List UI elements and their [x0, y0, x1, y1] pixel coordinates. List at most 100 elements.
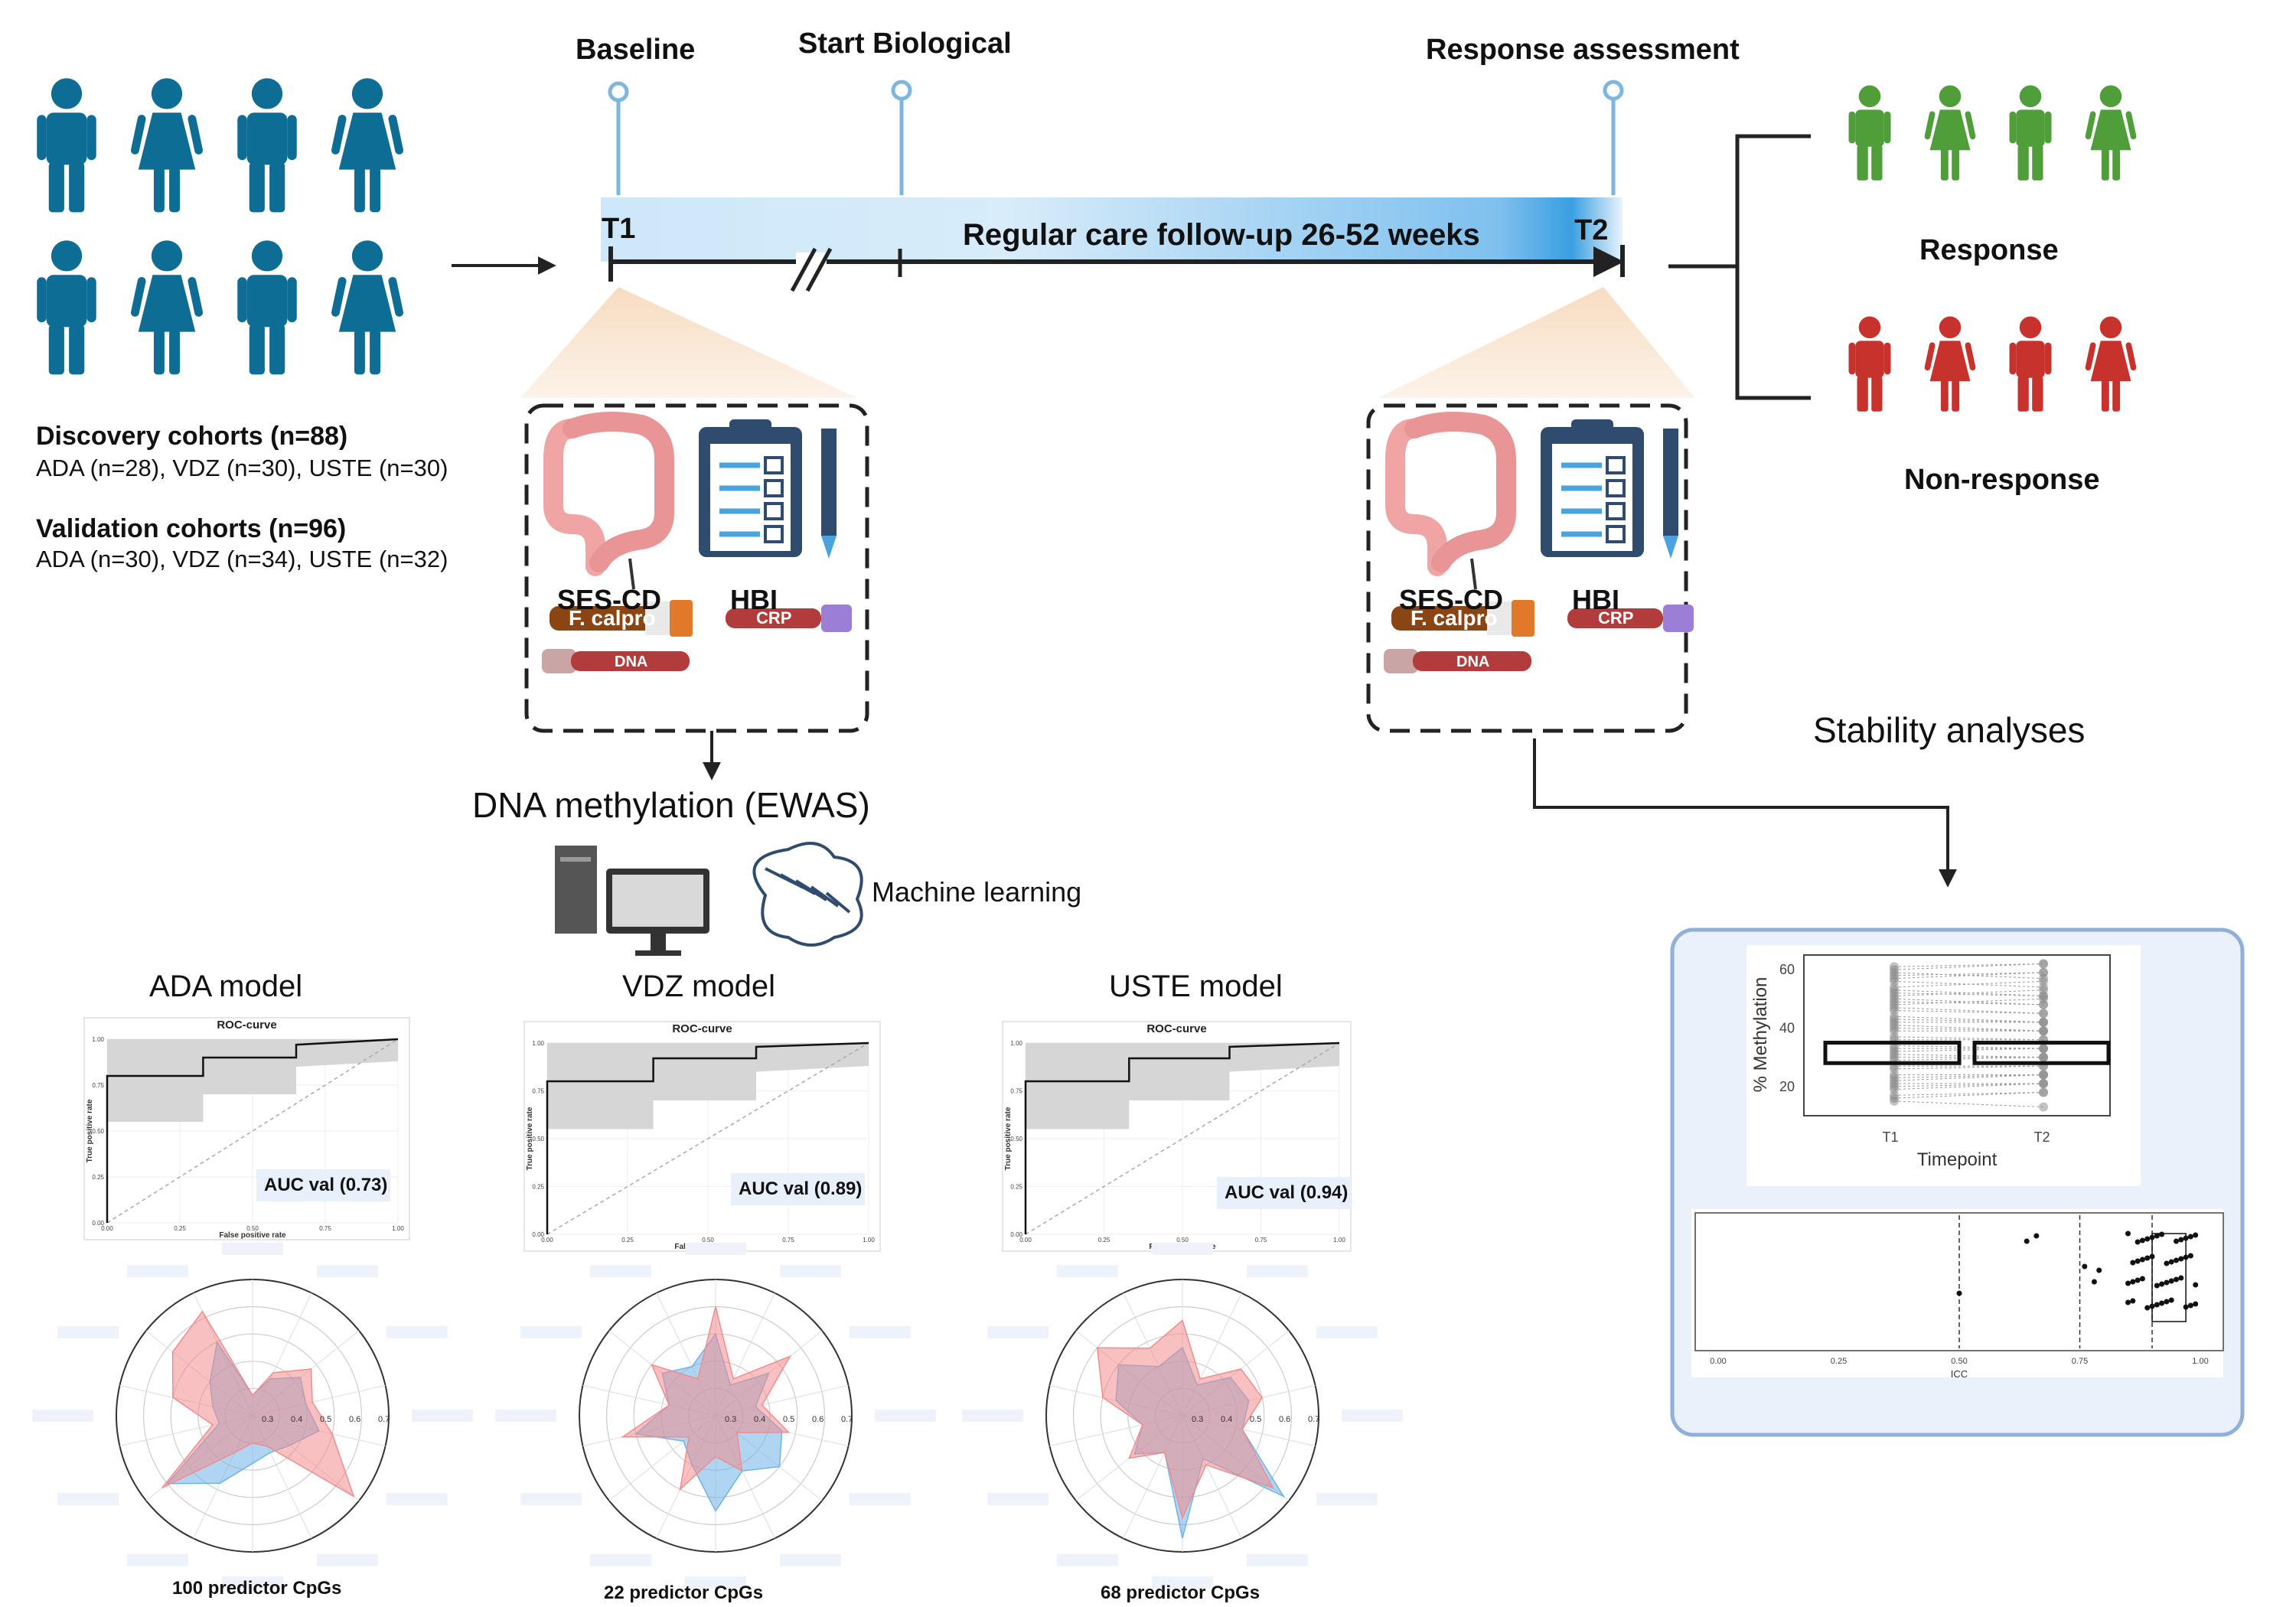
icc-point [2135, 1239, 2141, 1245]
y-tick-label: 40 [1779, 1020, 1795, 1035]
x-tick-label: 1.00 [2192, 1357, 2208, 1366]
radar-tick-label: 0.6 [812, 1415, 823, 1424]
colon-icon [563, 412, 674, 572]
y-tick-label: 0.75 [1010, 1088, 1022, 1095]
radar-label-placeholder [127, 1265, 188, 1278]
icc-point [2130, 1279, 2136, 1285]
x-tick-label: 0.00 [1019, 1237, 1032, 1244]
x-tick-label: 0.00 [101, 1225, 113, 1232]
data-point [2039, 967, 2048, 977]
radar-label-placeholder [780, 1553, 841, 1566]
paired-line [1893, 1074, 2044, 1078]
roc-title: ROC-curve [672, 1022, 732, 1035]
icc-point [2130, 1260, 2136, 1266]
x-axis-label: Timepoint [1917, 1149, 1998, 1170]
nonresponder-person-icon [1848, 316, 1891, 412]
radar-label-placeholder [1316, 1326, 1378, 1338]
roc-ylabel: True positive rate [1004, 1107, 1013, 1170]
ada-model-title: ADA model [149, 970, 303, 1003]
roc-diagonal [1025, 1042, 1340, 1235]
radar-tick-label: 0.3 [725, 1415, 736, 1424]
roc-panel: ROC-curve0.000.000.250.250.500.500.750.7… [83, 1017, 410, 1240]
paired-line [1893, 963, 2044, 967]
data-point [2039, 1102, 2048, 1112]
roc-ylabel: True positive rate [86, 1099, 94, 1162]
paired-line [1893, 993, 2044, 996]
icc-point [2164, 1279, 2170, 1286]
radar-tick-label: 0.4 [754, 1415, 765, 1424]
paired-line [1893, 998, 2044, 1006]
icc-point [2154, 1233, 2160, 1239]
radar-label-placeholder [57, 1326, 119, 1338]
x-tick-label: 0.50 [246, 1225, 259, 1232]
radar-label-placeholder [495, 1410, 556, 1422]
clipboard-icon [764, 479, 784, 497]
dna-tube-icon [1413, 651, 1531, 671]
icc-point [2168, 1259, 2174, 1265]
t2-label: T2 [1574, 214, 1609, 246]
data-point [1890, 1090, 1899, 1100]
icc-point [2139, 1237, 2145, 1244]
icc-point [2183, 1254, 2189, 1260]
x-tick-label: 0.25 [621, 1237, 634, 1244]
paired-line [1893, 1091, 2044, 1099]
paired-line [1893, 1025, 2044, 1032]
x-tick-label: T1 [1882, 1129, 1898, 1145]
icc-point [2168, 1297, 2174, 1303]
ses-cd-label-2: SES-CD [1399, 584, 1504, 615]
uste-predictors: 68 predictor CpGs [1101, 1583, 1261, 1603]
boxplot-t1 [1823, 1041, 1962, 1065]
x-tick-label: 0.00 [541, 1237, 553, 1244]
radar-label-placeholder [685, 1243, 746, 1255]
roc-ci-band [107, 1039, 398, 1122]
radar-tick-label: 0.3 [262, 1415, 273, 1424]
brain-icon [752, 842, 863, 947]
data-point [1890, 1070, 1899, 1080]
radar-label-placeholder [1152, 1576, 1213, 1589]
icc-point [2139, 1276, 2145, 1282]
clipboard-icon [1606, 525, 1626, 543]
x-tick-label: 0.75 [319, 1225, 331, 1232]
icc-point [2187, 1253, 2193, 1259]
x-axis-label: ICC [1951, 1368, 1968, 1380]
data-point [2039, 985, 2048, 995]
y-tick-label: 1.00 [1010, 1040, 1022, 1047]
radar-label-placeholder [1057, 1265, 1118, 1278]
x-tick-label: 0.50 [702, 1237, 714, 1244]
pen-icon [821, 536, 837, 559]
y-tick-label: 0.50 [532, 1136, 544, 1143]
icc-point [2174, 1276, 2179, 1283]
uste-model-title: USTE model [1109, 970, 1283, 1003]
auc-label: AUC val (0.73) [264, 1175, 387, 1195]
icc-point [2149, 1303, 2155, 1309]
data-point [2039, 976, 2048, 986]
radar-tick-label: 0.5 [783, 1415, 794, 1424]
fcalpro-tube-icon [670, 600, 693, 637]
paired-line [1893, 972, 2044, 980]
roc-xlabel: False positive rate [219, 1231, 286, 1240]
response-label: Response [1919, 234, 2059, 266]
icc-point [2159, 1300, 2165, 1306]
x-tick-label: 1.00 [392, 1225, 404, 1232]
data-point [1890, 1079, 1899, 1088]
icc-boxplot [2151, 1233, 2187, 1322]
dashed-frame [524, 403, 869, 733]
tube-label: DNA [1456, 654, 1489, 670]
fcalpro-tube-icon [1512, 600, 1534, 637]
cohort-person-icon [330, 240, 405, 375]
data-point [2039, 1009, 2048, 1019]
data-point [2039, 1070, 2048, 1080]
icc-point [2139, 1257, 2145, 1263]
icc-point [2024, 1238, 2030, 1244]
roc-curve [106, 1038, 399, 1223]
data-point [1890, 1032, 1899, 1041]
colon-icon [1385, 419, 1447, 576]
responder-person-icon [1923, 85, 1977, 181]
paired-line [1893, 972, 2044, 976]
colon-icon [628, 558, 635, 590]
roc-diagonal [106, 1038, 399, 1224]
icc-point [2164, 1260, 2170, 1266]
